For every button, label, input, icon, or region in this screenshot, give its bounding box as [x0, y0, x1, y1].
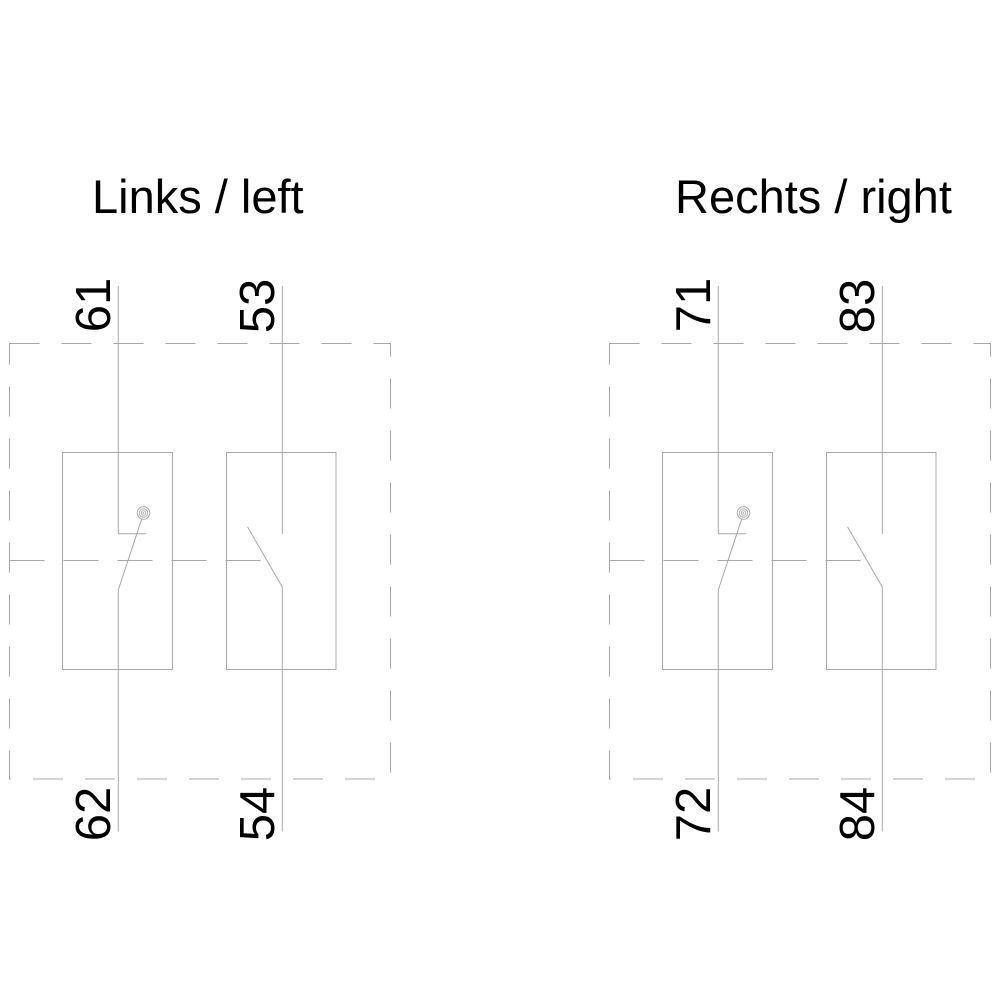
contact-block-nc	[62, 452, 173, 670]
terminal-label: 84	[831, 787, 885, 842]
diagram-rechts-right: Rechts / right	[600, 0, 1000, 1000]
moving-contact-arm	[847, 526, 883, 588]
terminal-label: 72	[667, 787, 721, 842]
terminal-label: 62	[67, 787, 121, 842]
pivot-dot-icon	[136, 506, 151, 520]
diagram-title: Rechts / right	[675, 170, 952, 223]
contact-block-nc	[662, 452, 773, 670]
nc-contact-symbol	[662, 286, 773, 832]
diagram-title: Links / left	[92, 170, 304, 223]
moving-contact-arm	[718, 519, 743, 590]
contact-block-no	[826, 452, 937, 670]
terminal-label: 83	[831, 279, 885, 334]
pivot-dot-icon	[736, 506, 751, 520]
terminal-label: 61	[67, 278, 121, 333]
terminal-label: 53	[231, 279, 285, 334]
moving-contact-arm	[118, 519, 143, 590]
contact-block-no	[226, 452, 337, 670]
no-contact-symbol	[826, 286, 937, 832]
nc-contact-symbol	[62, 286, 173, 832]
terminal-label: 71	[667, 278, 721, 333]
terminal-label: 54	[231, 787, 285, 842]
diagram-rechts-right-svg: Rechts / right	[609, 170, 991, 842]
diagram-links-left-svg: Links / left	[9, 170, 391, 842]
enclosure-dashed-box	[609, 343, 991, 780]
moving-contact-arm	[247, 526, 283, 588]
diagram-links-left: Links / left	[0, 0, 400, 1000]
enclosure-dashed-box	[9, 343, 391, 780]
no-contact-symbol	[226, 286, 337, 832]
